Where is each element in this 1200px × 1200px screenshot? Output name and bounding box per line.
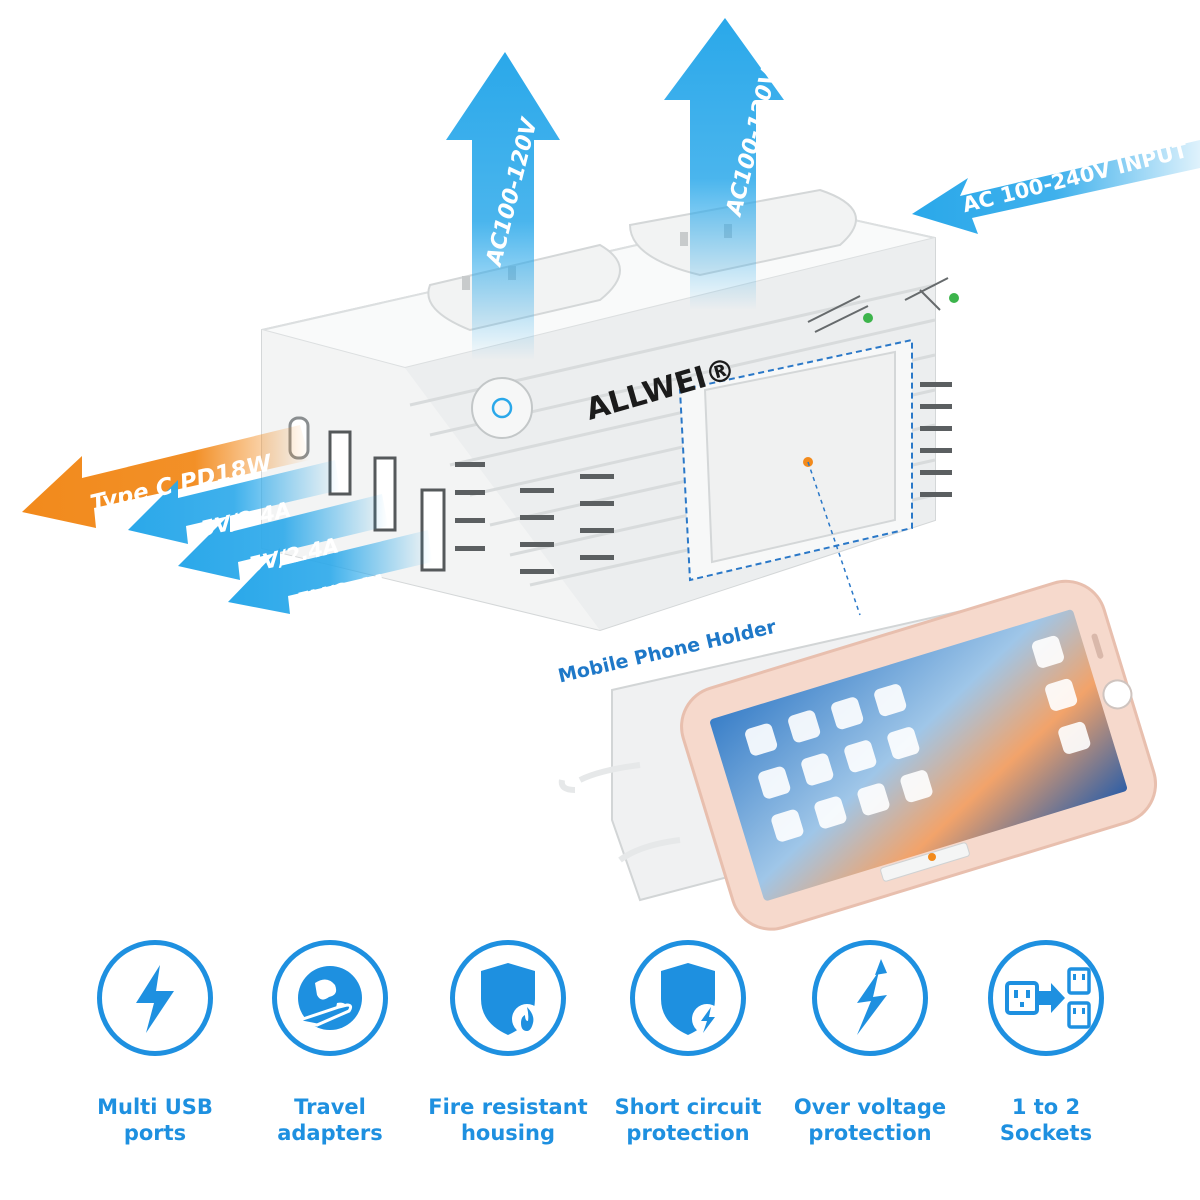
feature-label-line2: ports xyxy=(123,1121,187,1145)
type-c-arrow xyxy=(22,425,310,528)
feature-label-line1: Travel xyxy=(294,1095,366,1119)
feature-label-line2: protection xyxy=(626,1121,750,1145)
feature-label-line1: Over voltage xyxy=(793,1095,947,1119)
feature-label-line1: Fire resistant xyxy=(428,1095,588,1119)
shield-lightning-icon xyxy=(630,940,746,1056)
shield-fire-icon xyxy=(450,940,566,1056)
usb-arrow-2 xyxy=(178,494,388,580)
outlet-arrow-right xyxy=(664,18,784,310)
feature-label-line2: adapters xyxy=(277,1121,383,1145)
globe-airplane-icon xyxy=(272,940,388,1056)
phone-on-stand xyxy=(558,579,1158,931)
outlet-to-two-sockets-icon xyxy=(988,940,1104,1056)
voltage-bolt-icon xyxy=(812,940,928,1056)
converter-device xyxy=(261,188,959,632)
feature-label-line2: protection xyxy=(808,1121,932,1145)
outlet-arrow-left xyxy=(446,52,560,360)
usb-arrow-1 xyxy=(128,460,340,544)
lightning-icon xyxy=(97,940,213,1056)
feature-label-line1: Short circuit xyxy=(614,1095,762,1119)
feature-label-line2: housing xyxy=(460,1121,555,1145)
feature-label-line2: Sockets xyxy=(999,1121,1093,1145)
usb-arrow-3 xyxy=(228,530,432,614)
feature-label-line1: 1 to 2 xyxy=(1011,1095,1081,1119)
feature-label-line1: Multi USB xyxy=(97,1095,213,1119)
input-arrow xyxy=(912,140,1200,234)
